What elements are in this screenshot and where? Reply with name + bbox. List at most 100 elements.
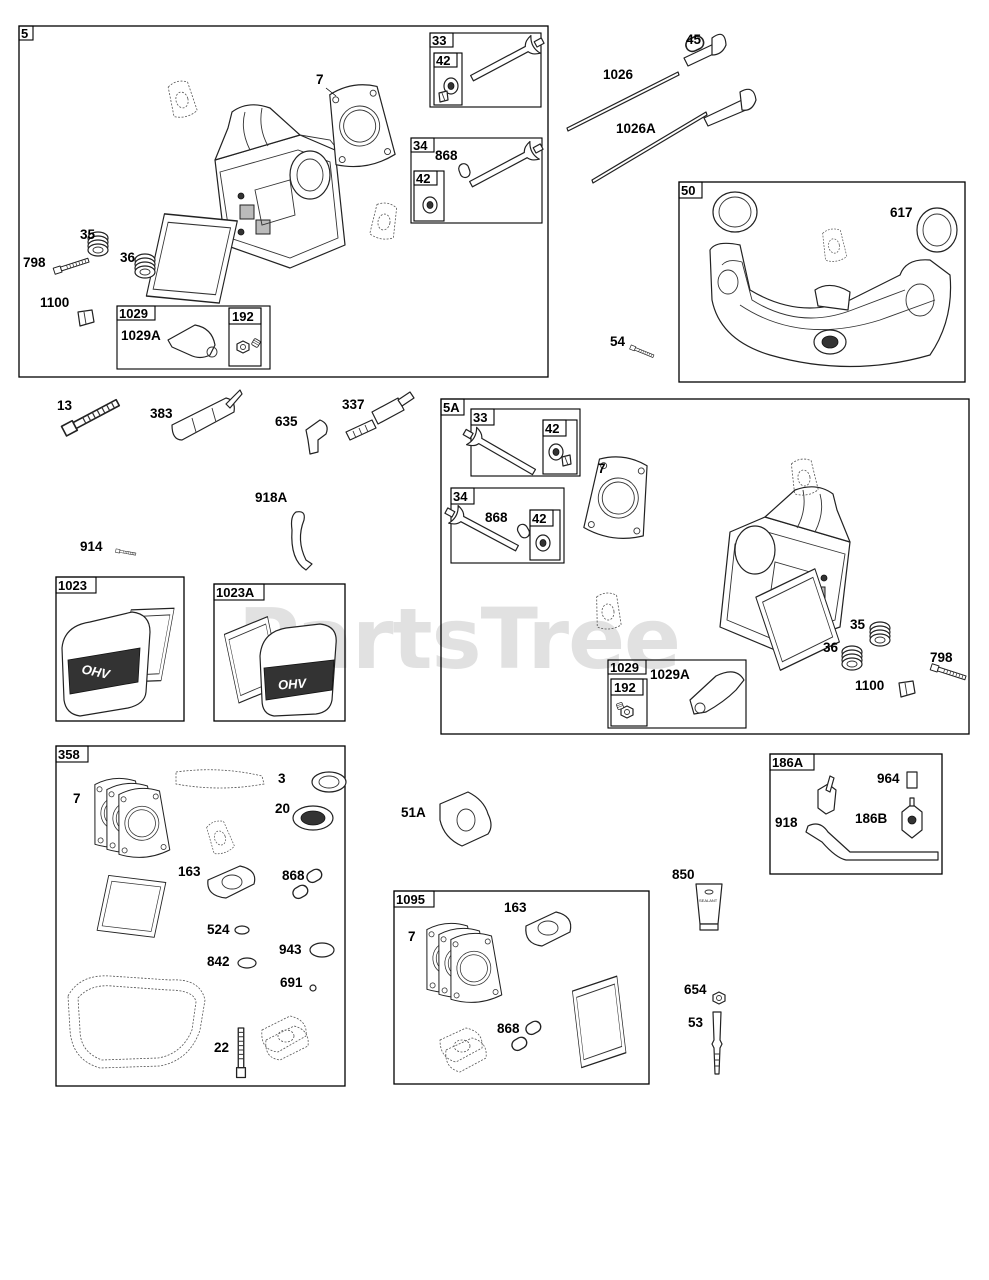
part-54-label: 54 bbox=[610, 334, 626, 349]
part-1029A-label: 1029A bbox=[121, 328, 161, 343]
part-7-label: 7 bbox=[316, 72, 324, 87]
oil-seal-icon bbox=[311, 771, 347, 793]
part-186B-label: 186B bbox=[855, 811, 888, 826]
cylinder-head-icon bbox=[214, 104, 346, 269]
part-868-label-b: 868 bbox=[485, 510, 508, 525]
group-label-33: 33 bbox=[432, 33, 446, 48]
crankcase-gasket-icon bbox=[175, 769, 265, 789]
part-868-label-c: 868 bbox=[282, 868, 305, 883]
ohv-badge-text: OHV bbox=[80, 661, 112, 682]
carb-gasket-area: 51A bbox=[401, 791, 492, 847]
part-1029A-label-b: 1029A bbox=[650, 667, 690, 682]
group-label-1029b: 1029 bbox=[610, 660, 639, 675]
group-1095[interactable]: 1095 7 163 868 bbox=[393, 890, 650, 1085]
group-50[interactable]: 50 617 bbox=[678, 181, 966, 383]
part-1100-label: 1100 bbox=[40, 295, 69, 310]
group-label-42b: 42 bbox=[416, 171, 430, 186]
part-36-label: 36 bbox=[120, 250, 136, 265]
rocker-arm-icon-b bbox=[689, 671, 745, 715]
part-868-label: 868 bbox=[435, 148, 458, 163]
intake-manifold-icon bbox=[709, 242, 952, 368]
intake-gasket-ring-icon bbox=[712, 191, 758, 233]
group-label-358: 358 bbox=[58, 747, 80, 762]
part-654-label: 654 bbox=[684, 982, 707, 997]
part-45-label: 45 bbox=[686, 32, 702, 47]
part-842-label: 842 bbox=[207, 954, 230, 969]
group-label-33b: 33 bbox=[473, 410, 487, 425]
valve-cover-icon: OHV bbox=[61, 611, 151, 717]
part-1026A-label: 1026A bbox=[616, 121, 656, 136]
exhaust-gasket-icon bbox=[207, 865, 256, 899]
group-label-1095: 1095 bbox=[396, 892, 425, 907]
fitting-icon bbox=[817, 775, 837, 815]
part-7-label-c: 7 bbox=[73, 791, 81, 806]
part-635-label: 635 bbox=[275, 414, 298, 429]
group-label-1023A: 1023A bbox=[216, 585, 255, 600]
ohv-badge-text-b: OHV bbox=[277, 675, 307, 692]
part-914-label: 914 bbox=[80, 539, 103, 554]
part-35-label-b: 35 bbox=[850, 617, 866, 632]
intake-gasket-ring-icon bbox=[916, 207, 958, 253]
valve-cover-icon: OHV bbox=[259, 623, 337, 717]
part-337-label: 337 bbox=[342, 397, 365, 412]
group-label-192b: 192 bbox=[614, 680, 636, 695]
part-163-label: 163 bbox=[178, 864, 201, 879]
part-691-label: 691 bbox=[280, 975, 303, 990]
oil-seal-icon-b bbox=[292, 805, 334, 831]
part-964-label: 964 bbox=[877, 771, 900, 786]
group-5[interactable]: 5 33 42 34 42 868 bbox=[18, 25, 549, 378]
part-22-label: 22 bbox=[214, 1040, 229, 1055]
part-35-label: 35 bbox=[80, 227, 96, 242]
part-918A-label: 918A bbox=[255, 490, 288, 505]
spark-plug-area: 13 383 337 635 918A 914 bbox=[57, 389, 415, 571]
part-798-label-b: 798 bbox=[930, 650, 953, 665]
group-label-42c: 42 bbox=[545, 421, 559, 436]
fuel-line-icon bbox=[805, 823, 939, 861]
pushrods-area: 45 1026 1026A bbox=[566, 32, 757, 184]
part-13-label: 13 bbox=[57, 398, 73, 413]
exhaust-gasket-icon-c bbox=[525, 911, 572, 947]
part-1026-label: 1026 bbox=[603, 67, 634, 82]
check-valve-icon bbox=[901, 797, 923, 839]
part-163-label-b: 163 bbox=[504, 900, 527, 915]
group-label-42: 42 bbox=[436, 53, 450, 68]
group-label-1023: 1023 bbox=[58, 578, 87, 593]
breather-hose-icon bbox=[290, 511, 313, 571]
group-label-34b: 34 bbox=[453, 489, 468, 504]
part-51A-label: 51A bbox=[401, 805, 426, 820]
group-label-5A: 5A bbox=[443, 400, 460, 415]
part-1100-label-b: 1100 bbox=[855, 678, 884, 693]
tube-label-text: SEALANT bbox=[699, 898, 718, 903]
part-3-label: 3 bbox=[278, 771, 286, 786]
part-918-label: 918 bbox=[775, 815, 798, 830]
rocker-arm-icon bbox=[167, 324, 218, 359]
part-7-label-b: 7 bbox=[598, 461, 606, 476]
group-1023A[interactable]: 1023A OHV bbox=[213, 583, 346, 722]
part-617-label: 617 bbox=[890, 205, 913, 220]
group-label-50: 50 bbox=[681, 183, 695, 198]
part-943-label: 943 bbox=[279, 942, 302, 957]
part-524-label: 524 bbox=[207, 922, 230, 937]
part-868-label-d: 868 bbox=[497, 1021, 520, 1036]
group-label-186A: 186A bbox=[772, 755, 804, 770]
group-5A[interactable]: 5A 33 42 34 42 868 7 bbox=[440, 398, 970, 735]
part-53-label: 53 bbox=[688, 1015, 704, 1030]
group-label-1029: 1029 bbox=[119, 306, 148, 321]
group-186A[interactable]: 186A 964 186B 918 bbox=[769, 753, 943, 875]
group-label-42d: 42 bbox=[532, 511, 546, 526]
breather-tube-icon bbox=[171, 389, 243, 441]
stud-icon bbox=[711, 1011, 723, 1075]
group-1023[interactable]: 1023 OHV bbox=[55, 576, 185, 722]
part-383-label: 383 bbox=[150, 406, 173, 421]
group-358[interactable]: 358 7 3 20 163 868 524 943 bbox=[55, 745, 347, 1087]
exhaust-gasket-icon-d bbox=[439, 1027, 487, 1073]
part-850-label: 850 bbox=[672, 867, 695, 882]
sealant-tube-icon: SEALANT bbox=[695, 883, 723, 931]
part-7-label-d: 7 bbox=[408, 929, 416, 944]
exhaust-gasket-icon-b bbox=[261, 1015, 309, 1061]
sump-gasket-icon bbox=[67, 975, 206, 1069]
group-label-5: 5 bbox=[21, 26, 28, 41]
part-798-label: 798 bbox=[23, 255, 46, 270]
group-label-34: 34 bbox=[413, 138, 428, 153]
